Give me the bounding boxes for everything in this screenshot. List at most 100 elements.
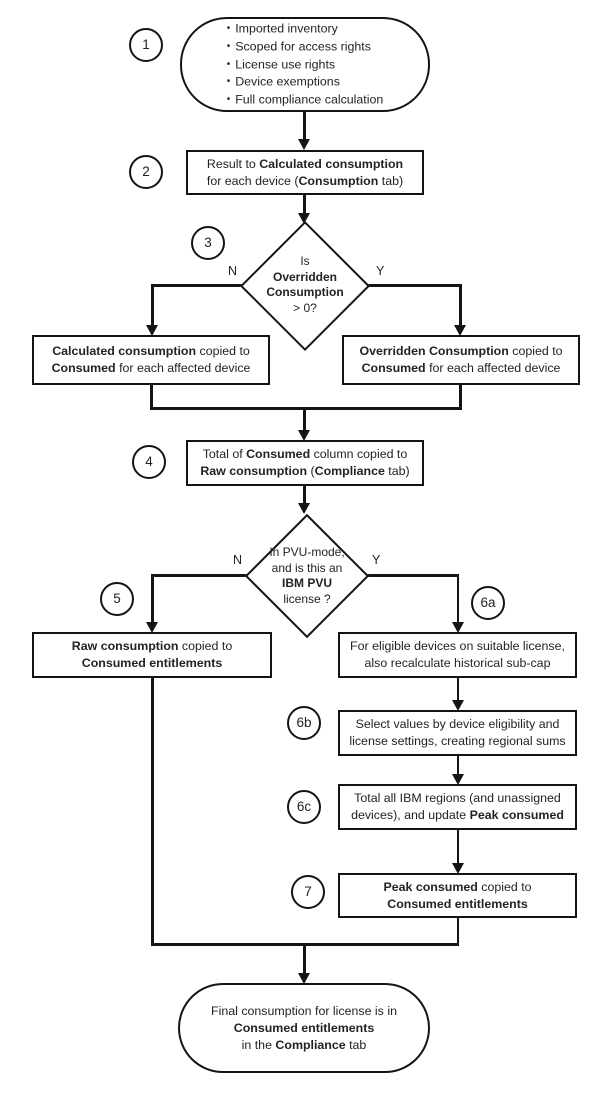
step-badge-6b: 6b [287,706,321,740]
process-raw-to-consumed-entitlements: Raw consumption copied to Consumed entit… [32,632,272,678]
bullet-text: Imported inventory [235,21,338,36]
connector-step5-down [151,676,154,945]
list-item: • Full compliance calculation [227,91,384,109]
arrowhead-into-copycalc [146,325,158,336]
node-text-line: Peak consumed copied to [383,879,532,894]
node-text-line: Consumed entitlements [233,1020,375,1035]
bullet-icon: • [226,23,231,35]
connector-decision1-yes-v [459,284,462,328]
node-text-line: Is [300,254,310,268]
node-text-line: Consumed entitlements [387,896,528,911]
decision-ibm-pvu-label: In PVU-mode, and is this an IBM PVU lice… [247,542,367,610]
node-text-line: Raw consumption (Compliance tab) [200,464,410,478]
connector-merge1-to-step4 [303,407,306,433]
bullet-icon: • [226,58,231,70]
list-item: • Imported inventory [227,20,338,38]
node-text-line: > 0? [293,300,317,315]
step-badge-4: 4 [132,445,166,479]
node-text-line: Total of Consumed column copied to [202,447,408,461]
branch-label-yes-2: Y [372,553,381,567]
process-result-to-calculated: Result to Calculated consumption for eac… [186,150,424,195]
start-node: • Imported inventory • Scoped for access r… [180,17,430,112]
node-text-line: for each device (Consumption tab) [206,173,404,188]
bullet-text: Scoped for access rights [235,39,371,54]
node-text-line: license settings, creating regional sums [349,734,566,748]
list-item: • Device exemptions [227,73,340,91]
bullet-text: Full compliance calculation [235,92,384,107]
node-text-line: license ? [283,591,331,606]
list-item: • License use rights [227,56,335,74]
step-badge-7: 7 [291,875,325,909]
arrowhead-into-step6b [452,700,464,711]
step-badge-6a: 6a [471,586,505,620]
connector-decision2-no-v [151,574,154,624]
connector-decision2-no-h [152,574,250,577]
node-text-line: Consumed for each affected device [51,361,251,375]
connector-decision2-yes-v [456,574,459,624]
node-text-line: Raw consumption copied to [71,639,233,653]
start-bullet-list: • Imported inventory • Scoped for access r… [227,20,384,109]
connector-copycalc-down [150,384,153,410]
node-text-line: Overridden [272,269,338,284]
bullet-text: Device exemptions [235,74,340,89]
arrowhead-into-step5 [146,622,158,633]
connector-7-down [456,917,459,945]
arrowhead-into-copyoverride [454,325,466,336]
connector-decision1-no-v [151,284,154,328]
connector-step2-to-decision1 [303,194,306,216]
connector-6b-to-6c [456,755,459,777]
step-badge-5: 5 [100,582,134,616]
connector-copyoverride-down [459,384,462,410]
process-total-consumed: Total of Consumed column copied to Raw c… [186,440,424,486]
connector-merge2-to-end [303,943,306,975]
node-text-line: In PVU-mode, [269,545,345,559]
connector-6c-to-7 [456,829,459,865]
process-select-values: Select values by device eligibility and … [338,710,577,756]
step-badge-3: 3 [191,226,225,260]
bullet-text: License use rights [235,57,336,72]
arrowhead-into-step7 [452,863,464,874]
node-text-line: Consumption [266,285,344,299]
node-text-line: Total all IBM regions (and unassigned [354,791,561,805]
node-text-line: devices), and update Peak consumed [351,808,564,822]
arrowhead-into-end [298,973,310,984]
connector-step4-to-decision2 [303,485,306,505]
connector-6a-to-6b [456,677,459,703]
connector-decision2-yes-h [364,574,459,577]
bullet-icon: • [226,40,231,52]
arrowhead-into-step4 [298,430,310,441]
arrowhead-into-step6c [452,774,464,785]
node-text-line: Final consumption for license is in [211,1003,397,1018]
node-text-line: Consumed for each affected device [361,361,561,375]
node-text-line: IBM PVU [281,576,332,590]
node-text-line: For eligible devices on suitable license… [350,639,565,653]
list-item: • Scoped for access rights [227,38,371,56]
connector-merge1-h [150,407,462,410]
step-badge-2: 2 [129,155,163,189]
bullet-icon: • [226,94,231,106]
node-text-line: Select values by device eligibility and [355,717,560,731]
node-text-line: Overridden Consumption copied to [359,344,563,358]
arrowhead-into-step2 [298,139,310,150]
step-badge-1: 1 [129,28,163,62]
step-badge-6c: 6c [287,790,321,824]
process-copy-overridden: Overridden Consumption copied to Consume… [342,335,580,385]
node-text-line: Consumed entitlements [81,656,223,670]
branch-label-yes-1: Y [376,264,385,278]
connector-decision1-yes-h [368,284,461,287]
node-text-line: Result to Calculated consumption [206,156,404,171]
node-text-line: Calculated consumption copied to [52,344,250,358]
arrowhead-into-decision2 [298,503,310,514]
connector-start-to-step2 [303,111,306,143]
branch-label-no-1: N [227,264,237,278]
end-node: Final consumption for license is in Cons… [178,983,430,1073]
process-copy-calculated: Calculated consumption copied to Consume… [32,335,270,385]
process-peak-to-consumed-entitlements: Peak consumed copied to Consumed entitle… [338,873,577,918]
branch-label-no-2: N [232,553,242,567]
node-text-line: and is this an [271,560,343,575]
connector-decision1-no-h [152,284,246,287]
bullet-icon: • [226,76,231,88]
node-text-line: also recalculate historical sub-cap [364,656,551,670]
decision-overridden-consumption-label: Is Overridden Consumption > 0? [245,250,365,320]
